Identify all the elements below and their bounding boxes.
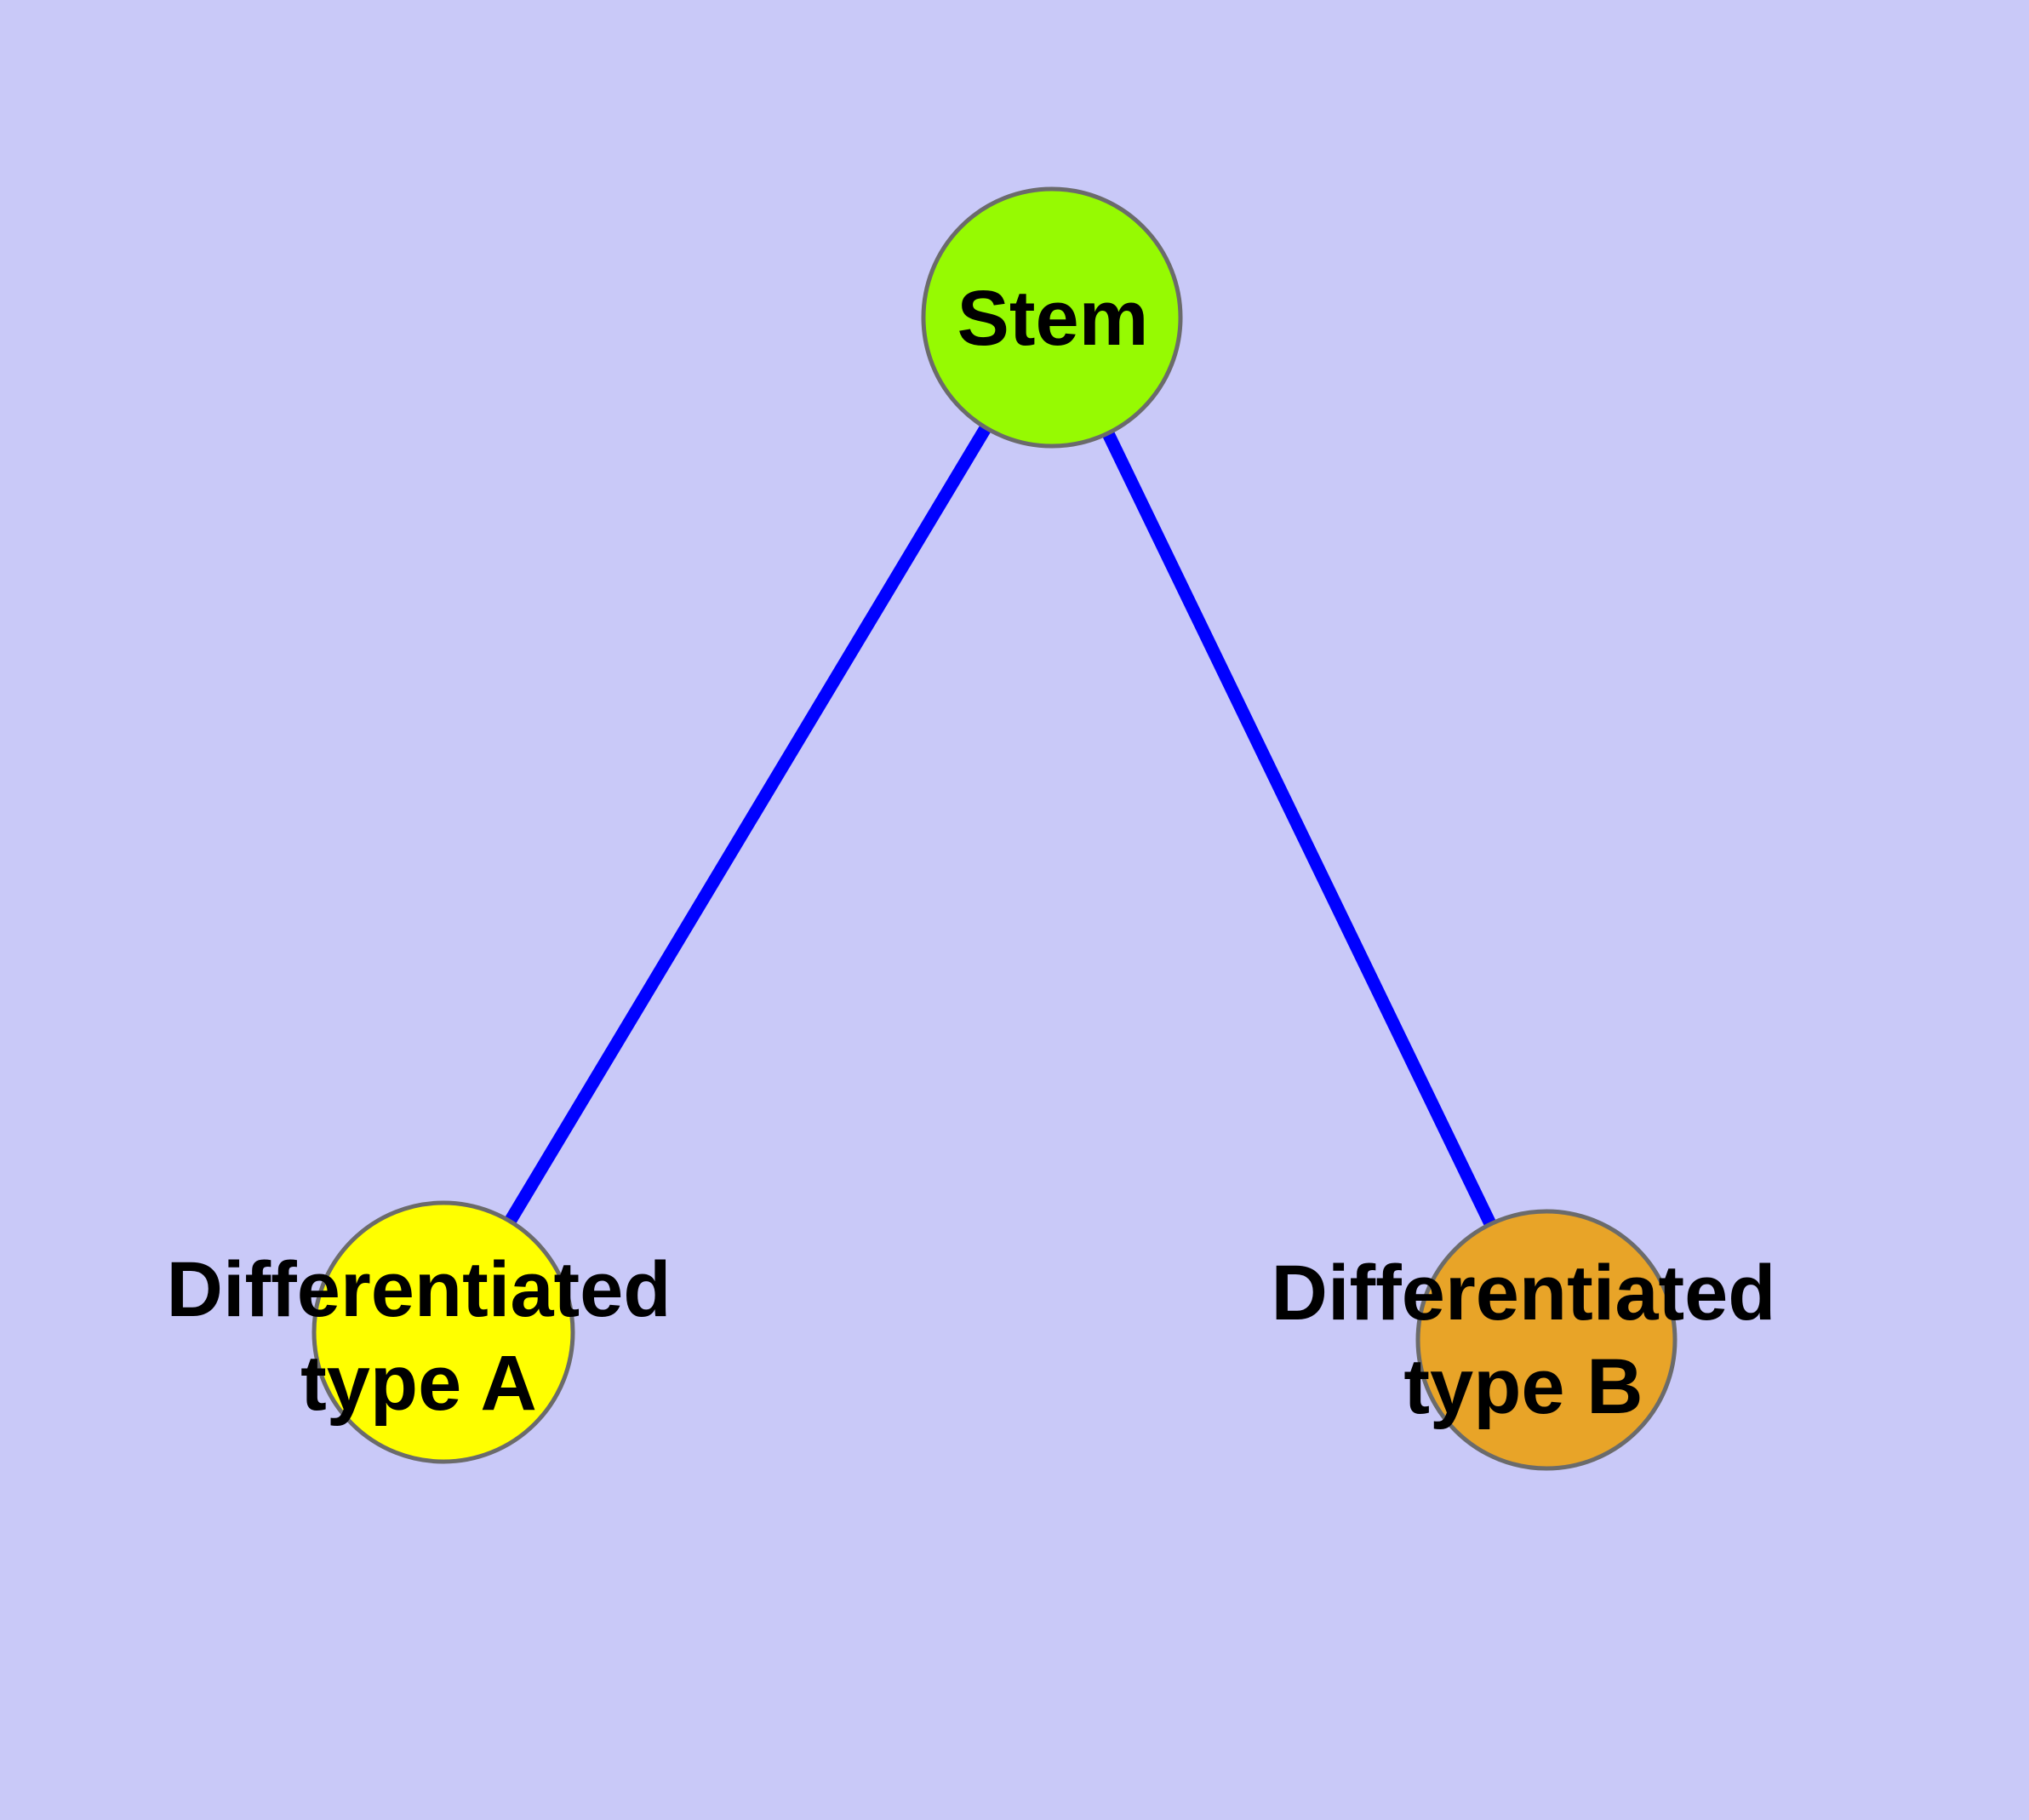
node-differentiated-type-b <box>1415 1209 1677 1471</box>
node-label-differentiated-type-a: Differentiated type A <box>166 1246 672 1427</box>
node-differentiated-type-a <box>311 1200 575 1464</box>
node-stem <box>921 186 1183 449</box>
node-label-differentiated-type-b: Differentiated type B <box>1271 1250 1776 1430</box>
edge-stem-to-type-b <box>1046 314 1552 1343</box>
edge-stem-to-type-a <box>437 314 1058 1336</box>
node-label-stem: Stem <box>957 275 1149 362</box>
